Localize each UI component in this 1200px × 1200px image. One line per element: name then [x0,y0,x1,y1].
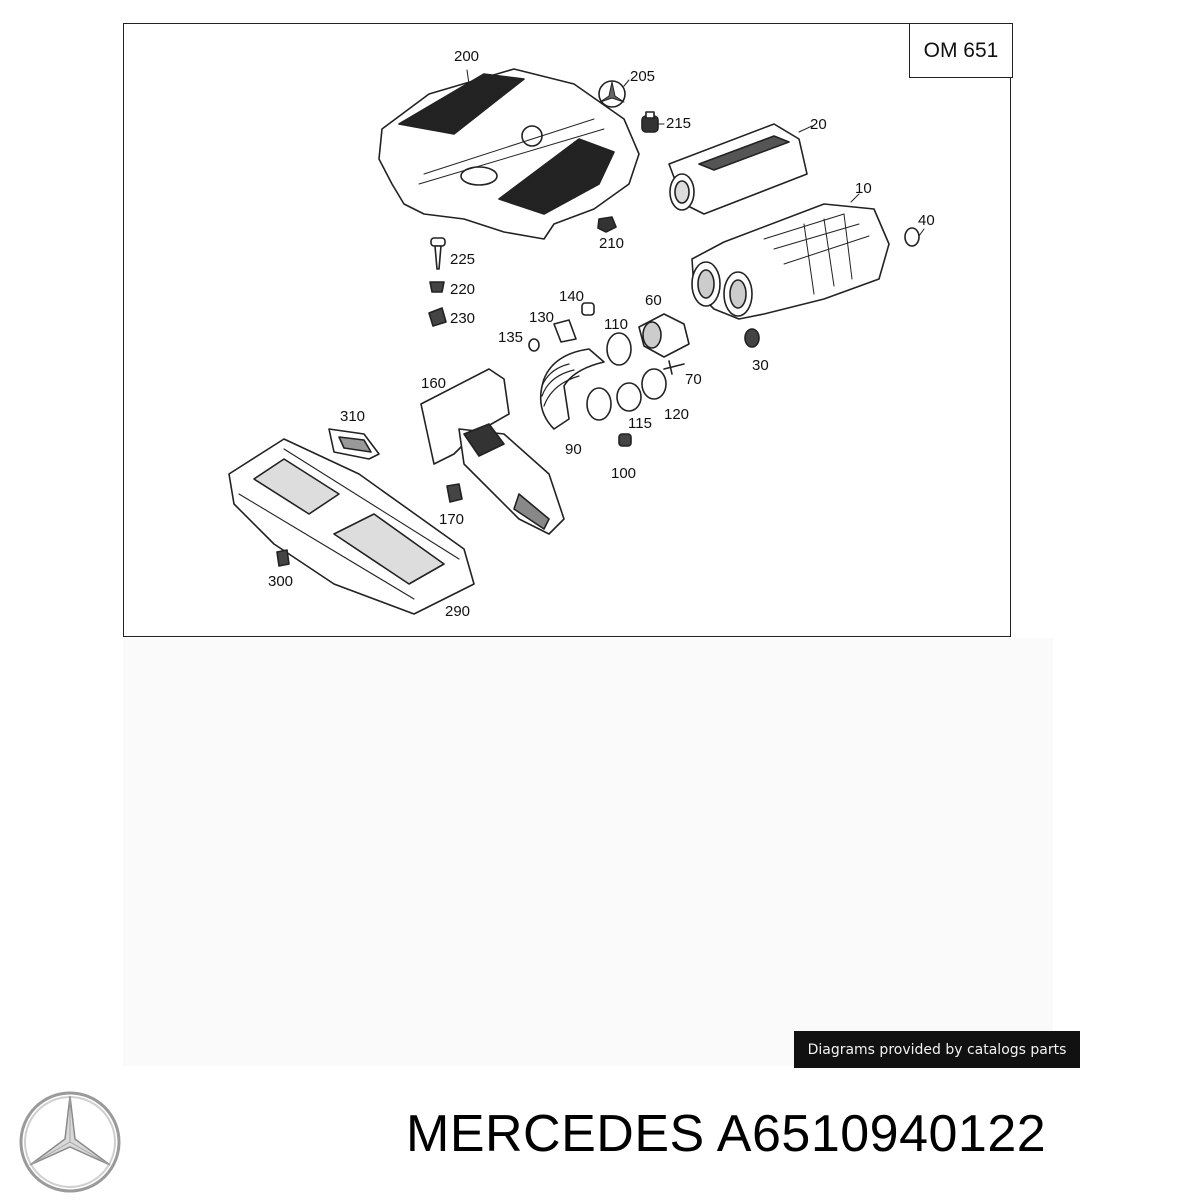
part-label-220: 220 [450,281,476,298]
part-label-30: 30 [752,357,769,374]
part-label-10: 10 [855,180,872,197]
bulkhead-tray-290 [228,438,475,615]
part-label-40: 40 [918,212,935,229]
part-label-205: 205 [630,68,656,85]
brand-name: MERCEDES [406,1105,705,1163]
part-label-140: 140 [559,288,585,305]
part-label-290: 290 [445,603,471,620]
part-label-60: 60 [645,292,662,309]
part-label-130: 130 [529,309,555,326]
nut-210 [597,216,617,233]
part-label-310: 310 [340,408,366,425]
parts-diagram: OM 651 200 205 215 20 10 40 210 225 220 … [123,23,1013,637]
grommet-30 [744,328,760,348]
part-label-90: 90 [565,441,582,458]
air-filter-housing-part [691,203,890,320]
part-label-170: 170 [439,511,465,528]
engine-cover-part [378,68,640,240]
background-panel [123,638,1053,1066]
ring-115 [616,382,642,412]
part-number: A6510940122 [716,1105,1047,1163]
part-label-230: 230 [450,310,476,327]
mercedes-star-icon [19,1091,121,1193]
clamp-120 [641,368,667,400]
leader-lines [466,69,925,237]
engine-code-label: OM 651 [909,23,1013,78]
clip-170 [446,483,463,503]
clip-300 [276,549,290,567]
part-label-100: 100 [611,465,637,482]
exploded-parts-drawing [228,68,925,615]
air-filter-part [668,123,808,215]
bolt-70 [663,360,685,375]
diagram-credit-badge: Diagrams provided by catalogs parts [794,1031,1080,1068]
clip-100 [618,433,632,447]
emblem-part [598,80,626,108]
gasket-310 [328,428,380,460]
part-label-70: 70 [685,371,702,388]
part-label-120: 120 [664,406,690,423]
connector-60-110 [606,313,690,366]
part-label-215: 215 [666,115,692,132]
part-label-135: 135 [498,329,524,346]
part-label-210: 210 [599,235,625,252]
part-title: MERCEDES A6510940122 [406,1108,1046,1160]
sensor-parts-130-135-140 [528,302,595,352]
grommet-part [641,111,659,133]
part-label-20: 20 [810,116,827,133]
hose-90 [539,348,612,430]
part-label-200: 200 [454,48,480,65]
part-label-300: 300 [268,573,294,590]
part-label-115: 115 [628,415,652,432]
part-label-110: 110 [604,316,628,333]
part-label-160: 160 [421,375,447,392]
seal-ring-40 [904,227,920,247]
fasteners-225-220-230 [428,237,447,327]
part-label-225: 225 [450,251,476,268]
intake-duct-160 [420,368,565,535]
